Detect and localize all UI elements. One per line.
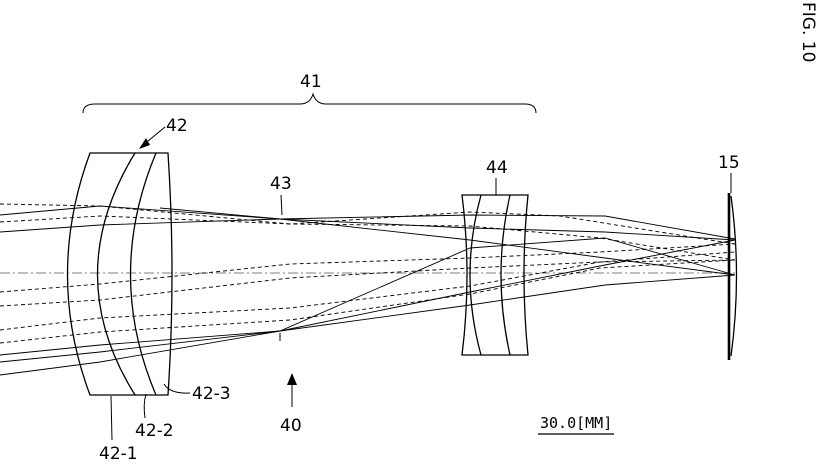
compound-lens-label: 42 [166, 116, 188, 136]
element-1-label: 42-1 [99, 444, 138, 464]
lens-group-brace [82, 92, 537, 114]
compound-lens-42 [66, 152, 173, 396]
ray-bundles [0, 203, 736, 376]
second-lens-44 [461, 194, 529, 356]
ray-point-leader [280, 194, 283, 216]
image-plane-15 [727, 193, 738, 360]
scale-label: 30.0[MM] [540, 414, 612, 432]
lens-group-label: 41 [300, 72, 322, 92]
element-2-leader [143, 393, 147, 419]
element-3-label: 42-3 [192, 384, 231, 404]
compound-lens-arrowhead [139, 138, 150, 149]
image-plane-label: 15 [718, 153, 740, 173]
element-1-leader [110, 395, 113, 441]
second-lens-label: 44 [486, 158, 508, 178]
element-2-label: 42-2 [135, 421, 174, 441]
system-label: 40 [280, 416, 302, 436]
element-3-leader [163, 383, 191, 394]
ray-point-label: 43 [270, 174, 292, 194]
figure-title: FIG. 10 [798, 2, 818, 62]
system-arrowhead [287, 373, 297, 385]
